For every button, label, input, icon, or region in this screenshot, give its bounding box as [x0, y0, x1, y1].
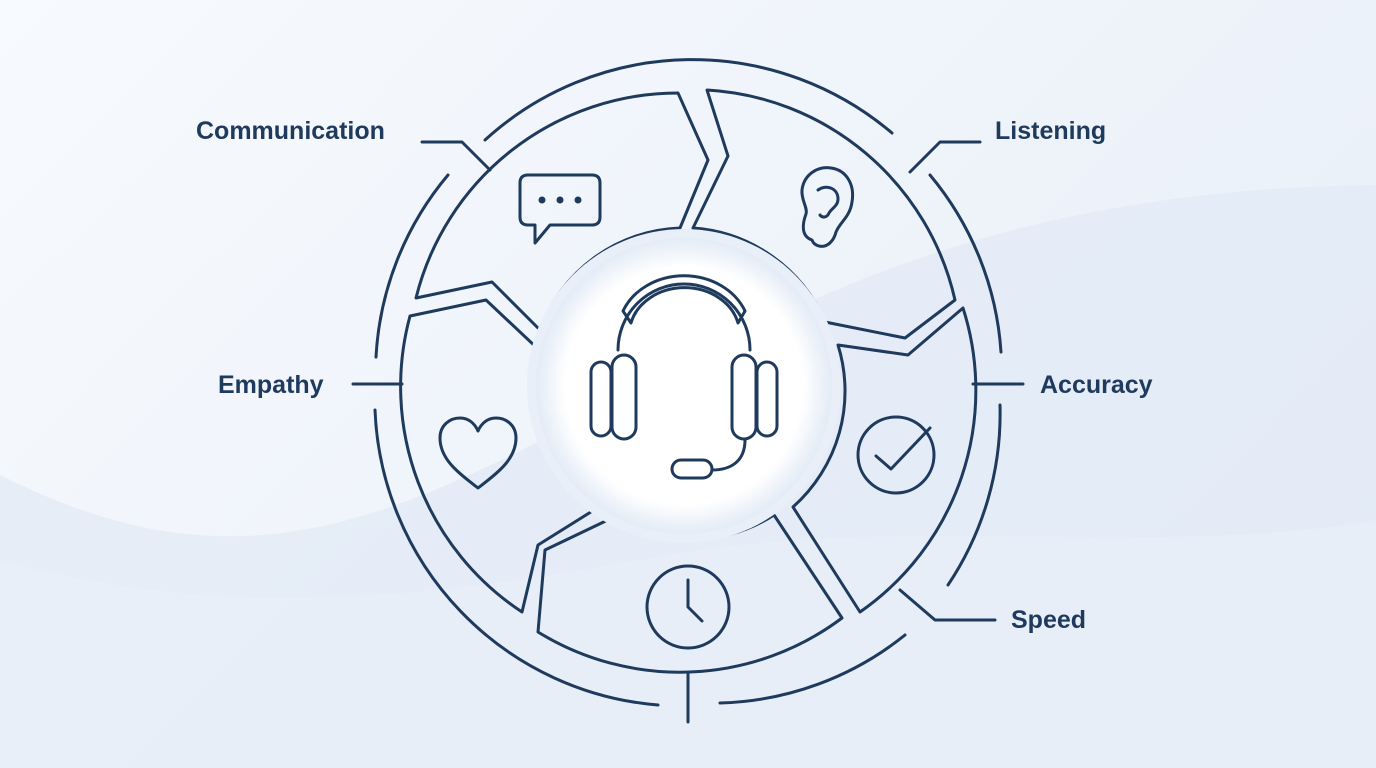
heart-icon [438, 416, 518, 490]
check-circle-icon [856, 415, 936, 495]
ear-icon [800, 166, 855, 248]
label-communication: Communication [196, 117, 385, 145]
callout-lines [351, 140, 1025, 724]
headset-icon [589, 274, 779, 480]
segment-listening[interactable] [691, 88, 957, 340]
clock-icon [645, 564, 731, 650]
label-speed: Speed [1011, 606, 1086, 634]
segment-accuracy[interactable] [791, 306, 978, 614]
outer-ring [373, 58, 1003, 707]
label-accuracy: Accuracy [1040, 371, 1153, 399]
chat-bubble-icon [518, 173, 602, 245]
hub-circle [536, 238, 832, 534]
label-listening: Listening [995, 117, 1106, 145]
label-empathy: Empathy [218, 371, 324, 399]
background-wave-lower [0, 520, 1376, 768]
